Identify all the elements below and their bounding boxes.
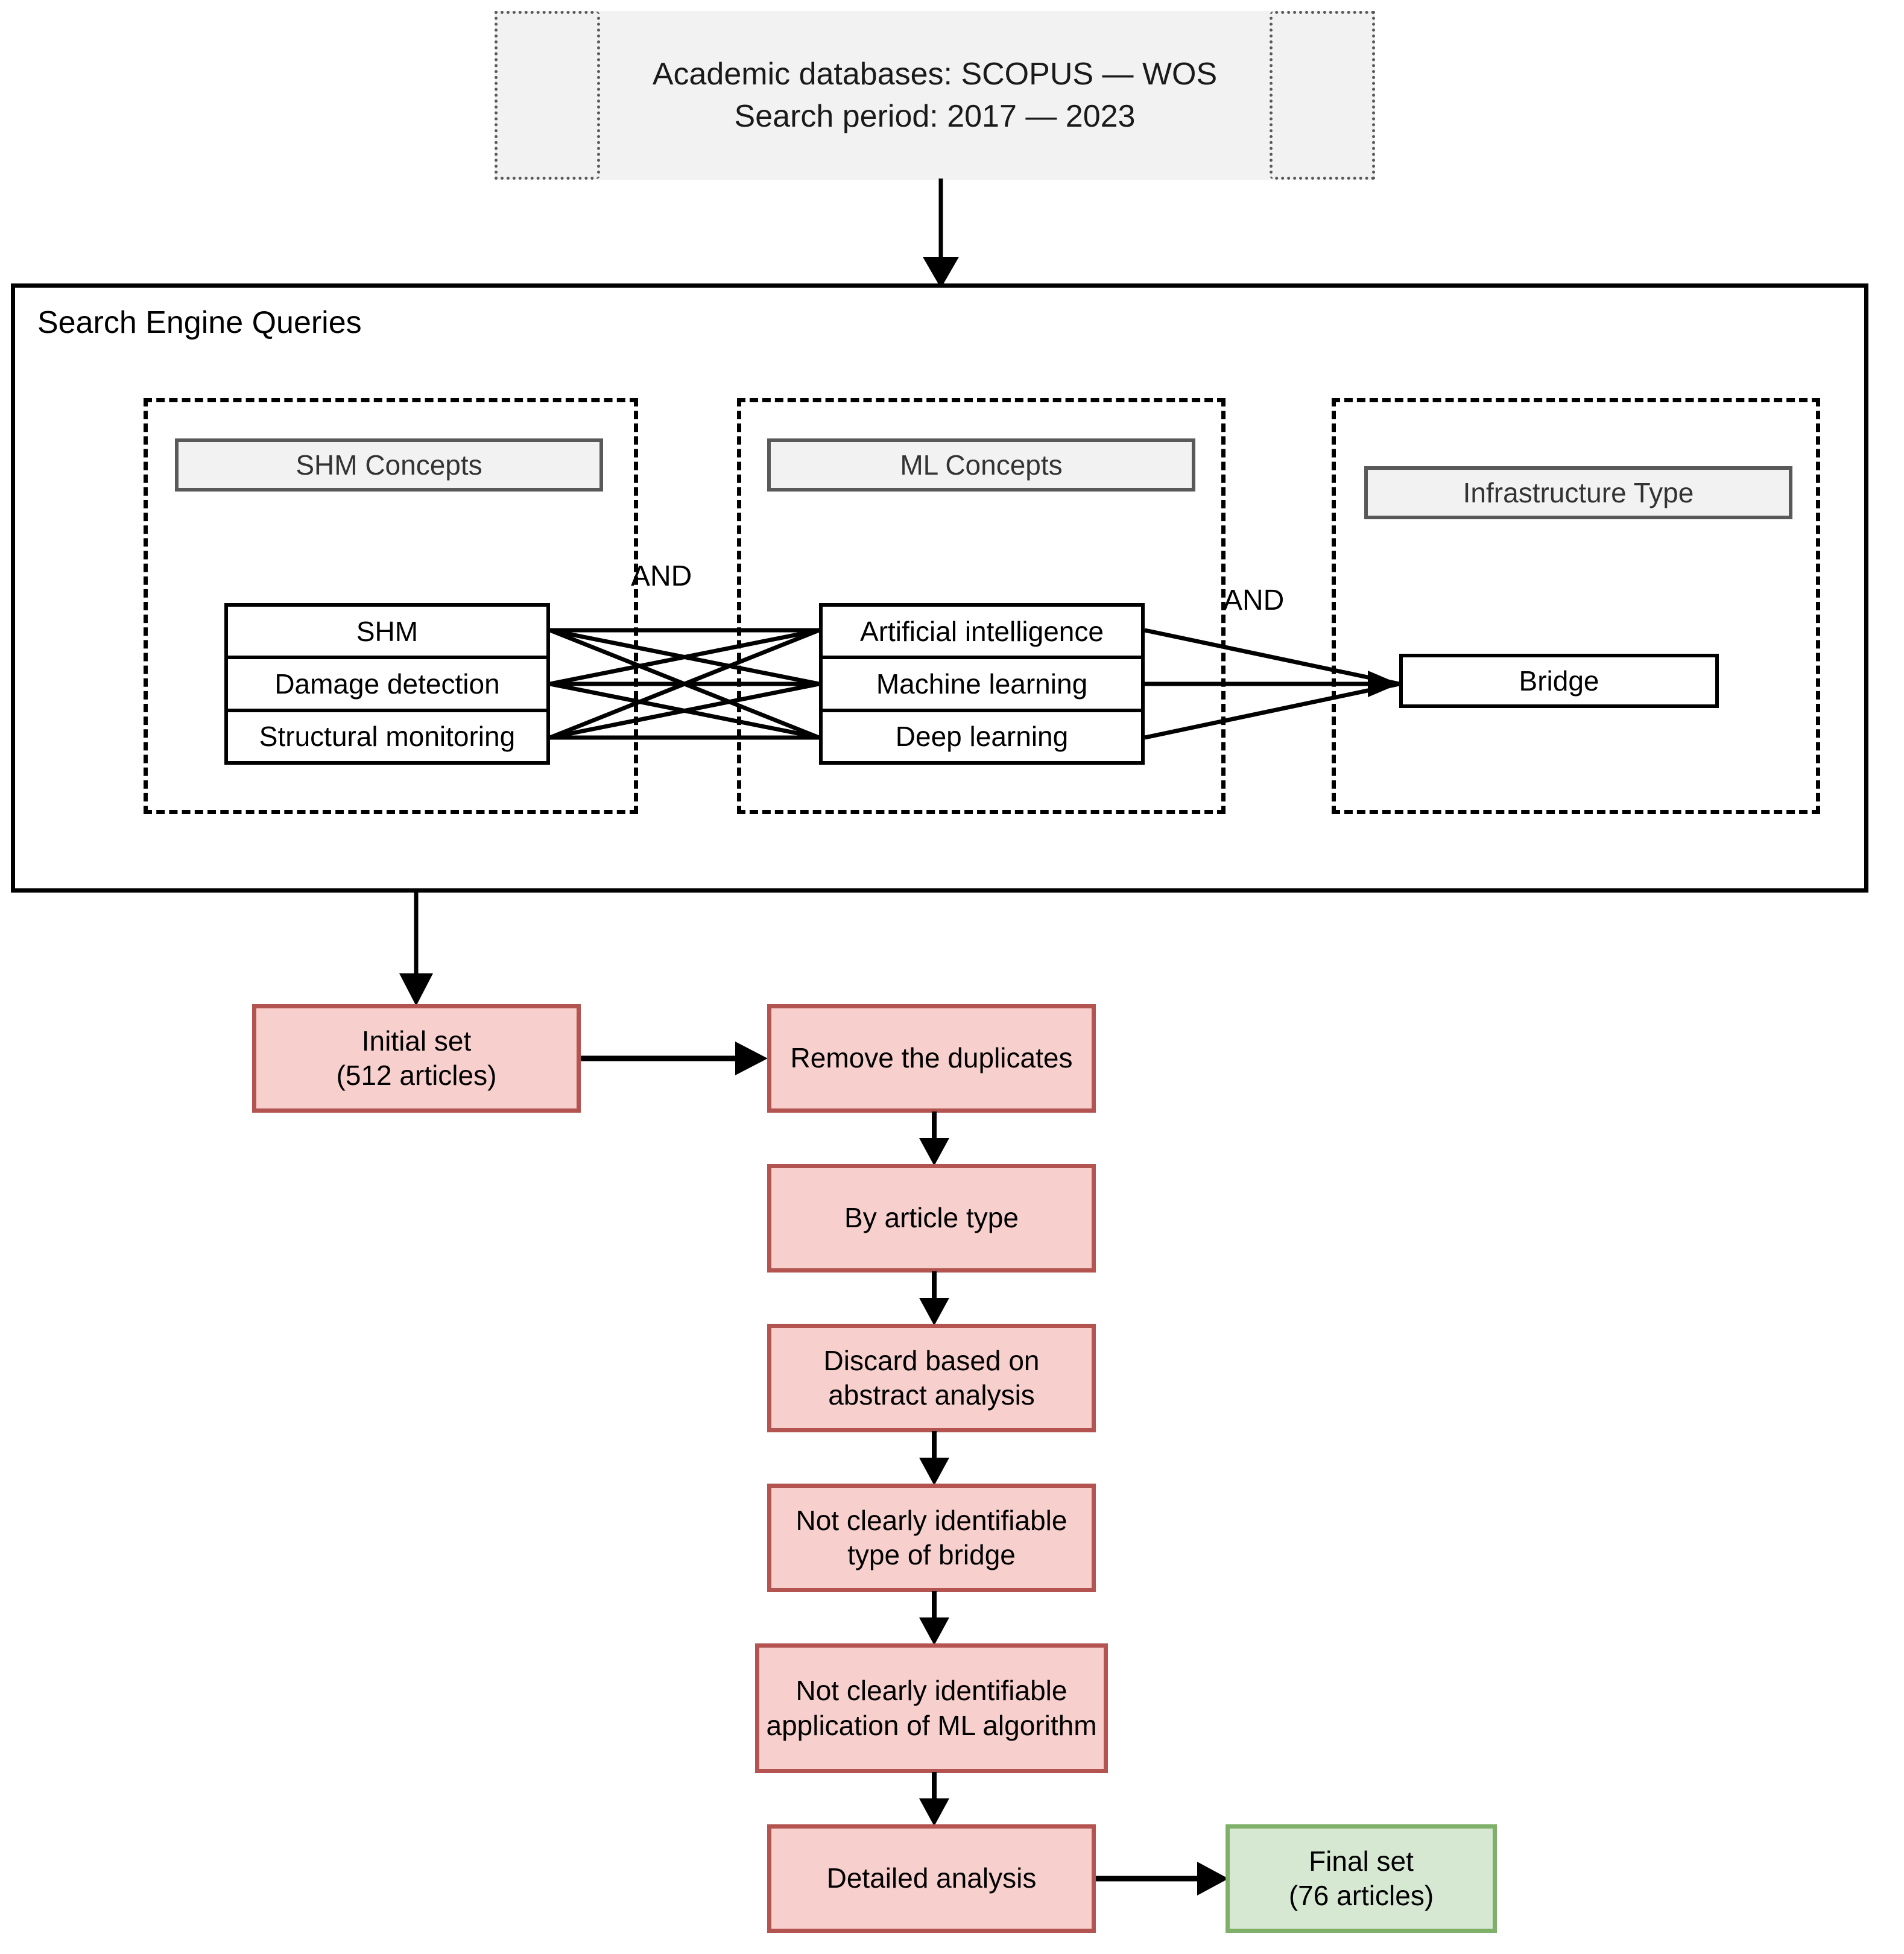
source-banner-text: Academic databases: SCOPUS — WOS Search …: [495, 11, 1375, 180]
term-bridge: Bridge: [1399, 654, 1719, 708]
arrow-abstract-to-bridge-type: [919, 1431, 949, 1485]
arrow-bridge-type-to-ml-application: [919, 1591, 949, 1645]
step-discard-abstract-analysis: Discard based on abstract analysis: [767, 1324, 1096, 1432]
term-damage-detection: Damage detection: [228, 659, 546, 712]
source-banner-inner: [597, 11, 1273, 180]
arrow-detailed-analysis-to-final-set: [1096, 1862, 1229, 1896]
final-set-label: Final set: [1309, 1845, 1414, 1877]
shm-concepts-group: [144, 398, 638, 814]
search-engine-queries-frame: [11, 283, 1868, 893]
ml-term-stack: Artificial intelligence Machine learning…: [819, 603, 1145, 765]
step-remove-duplicates: Remove the duplicates: [767, 1004, 1096, 1113]
shm-term-stack: SHM Damage detection Structural monitori…: [224, 603, 550, 765]
and-operator-2: AND: [1223, 584, 1285, 616]
term-shm: SHM: [228, 607, 546, 660]
initial-set-label: Initial set: [361, 1025, 472, 1057]
term-machine-learning: Machine learning: [823, 659, 1141, 712]
academic-databases-line: Academic databases: SCOPUS — WOS: [652, 56, 1218, 92]
infrastructure-type-group: [1332, 398, 1820, 814]
term-deep-learning: Deep learning: [895, 721, 1069, 753]
infrastructure-type-header: Infrastructure Type: [1364, 466, 1792, 519]
term-artificial-intelligence: Artificial intelligence: [823, 607, 1141, 660]
arrow-ml-application-to-detailed-analysis: [919, 1772, 949, 1826]
and-operator-1: AND: [631, 560, 692, 592]
ml-concepts-group: [737, 398, 1226, 814]
ml-concepts-header: ML Concepts: [767, 438, 1195, 492]
arrow-queries-to-initial-set: [399, 891, 433, 1006]
step-final-set: Final set (76 articles): [1226, 1824, 1497, 1933]
step-not-identifiable-ml-application: Not clearly identifiable application of …: [755, 1643, 1108, 1773]
arrow-duplicates-to-article-type: [919, 1111, 949, 1166]
shm-concepts-header: SHM Concepts: [175, 438, 603, 492]
arrow-banner-to-queries: [923, 179, 959, 288]
search-period-line: Search period: 2017 — 2023: [734, 99, 1136, 134]
arrow-article-type-to-abstract: [919, 1271, 949, 1326]
search-engine-queries-title: Search Engine Queries: [37, 305, 362, 340]
step-by-article-type: By article type: [767, 1164, 1096, 1273]
step-not-identifiable-bridge-type: Not clearly identifiable type of bridge: [767, 1484, 1096, 1592]
initial-set-count: (512 articles): [336, 1060, 497, 1091]
term-structural-monitoring: Structural monitoring: [259, 721, 516, 753]
arrow-initial-to-duplicates: [581, 1042, 768, 1075]
step-detailed-analysis: Detailed analysis: [767, 1824, 1096, 1933]
step-initial-set: Initial set (512 articles): [252, 1004, 581, 1113]
final-set-count: (76 articles): [1288, 1880, 1434, 1911]
